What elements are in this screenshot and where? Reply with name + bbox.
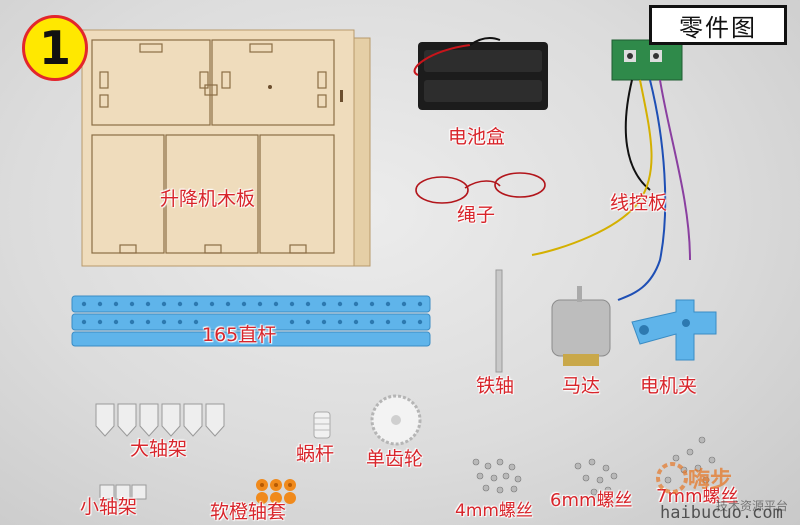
label-battery-box: 电池盒 xyxy=(448,126,506,148)
page-title: 零件图 xyxy=(649,5,787,45)
orange-sleeves xyxy=(256,479,296,504)
label-motor: 马达 xyxy=(562,375,601,397)
label-iron-shaft: 铁轴 xyxy=(476,375,515,397)
control-board xyxy=(531,39,691,301)
motor xyxy=(551,286,611,366)
iron-shaft xyxy=(495,269,503,373)
step-number-badge: 1 xyxy=(22,15,88,81)
rope xyxy=(415,172,546,204)
big-brackets xyxy=(95,403,225,437)
label-gear: 单齿轮 xyxy=(366,448,424,470)
label-motor-clip: 电机夹 xyxy=(640,375,698,397)
screws xyxy=(472,436,716,496)
label-rope: 绳子 xyxy=(457,204,496,226)
watermark-tagline: 技术资源平台 xyxy=(716,499,789,513)
small-brackets xyxy=(99,484,147,500)
label-screw-6mm: 6mm螺丝 xyxy=(550,490,633,511)
label-rod: 165直杆 xyxy=(202,324,277,346)
label-control-board: 线控板 xyxy=(610,192,668,214)
label-board: 升降机木板 xyxy=(160,188,256,210)
gear xyxy=(370,394,422,446)
label-worm: 蜗杆 xyxy=(296,443,335,465)
blue-rods xyxy=(71,295,431,347)
label-screw-4mm: 4mm螺丝 xyxy=(455,501,533,521)
label-sleeve: 软橙轴套 xyxy=(210,501,287,523)
label-small-bracket: 小轴架 xyxy=(80,496,138,518)
wooden-boards xyxy=(81,29,371,267)
worm xyxy=(313,411,331,439)
motor-clip xyxy=(631,299,717,361)
battery-box xyxy=(413,36,548,110)
watermark-brand: 嗨步 xyxy=(688,468,733,493)
label-big-bracket: 大轴架 xyxy=(130,438,188,460)
watermark-url: haibucuo.com xyxy=(660,503,783,523)
